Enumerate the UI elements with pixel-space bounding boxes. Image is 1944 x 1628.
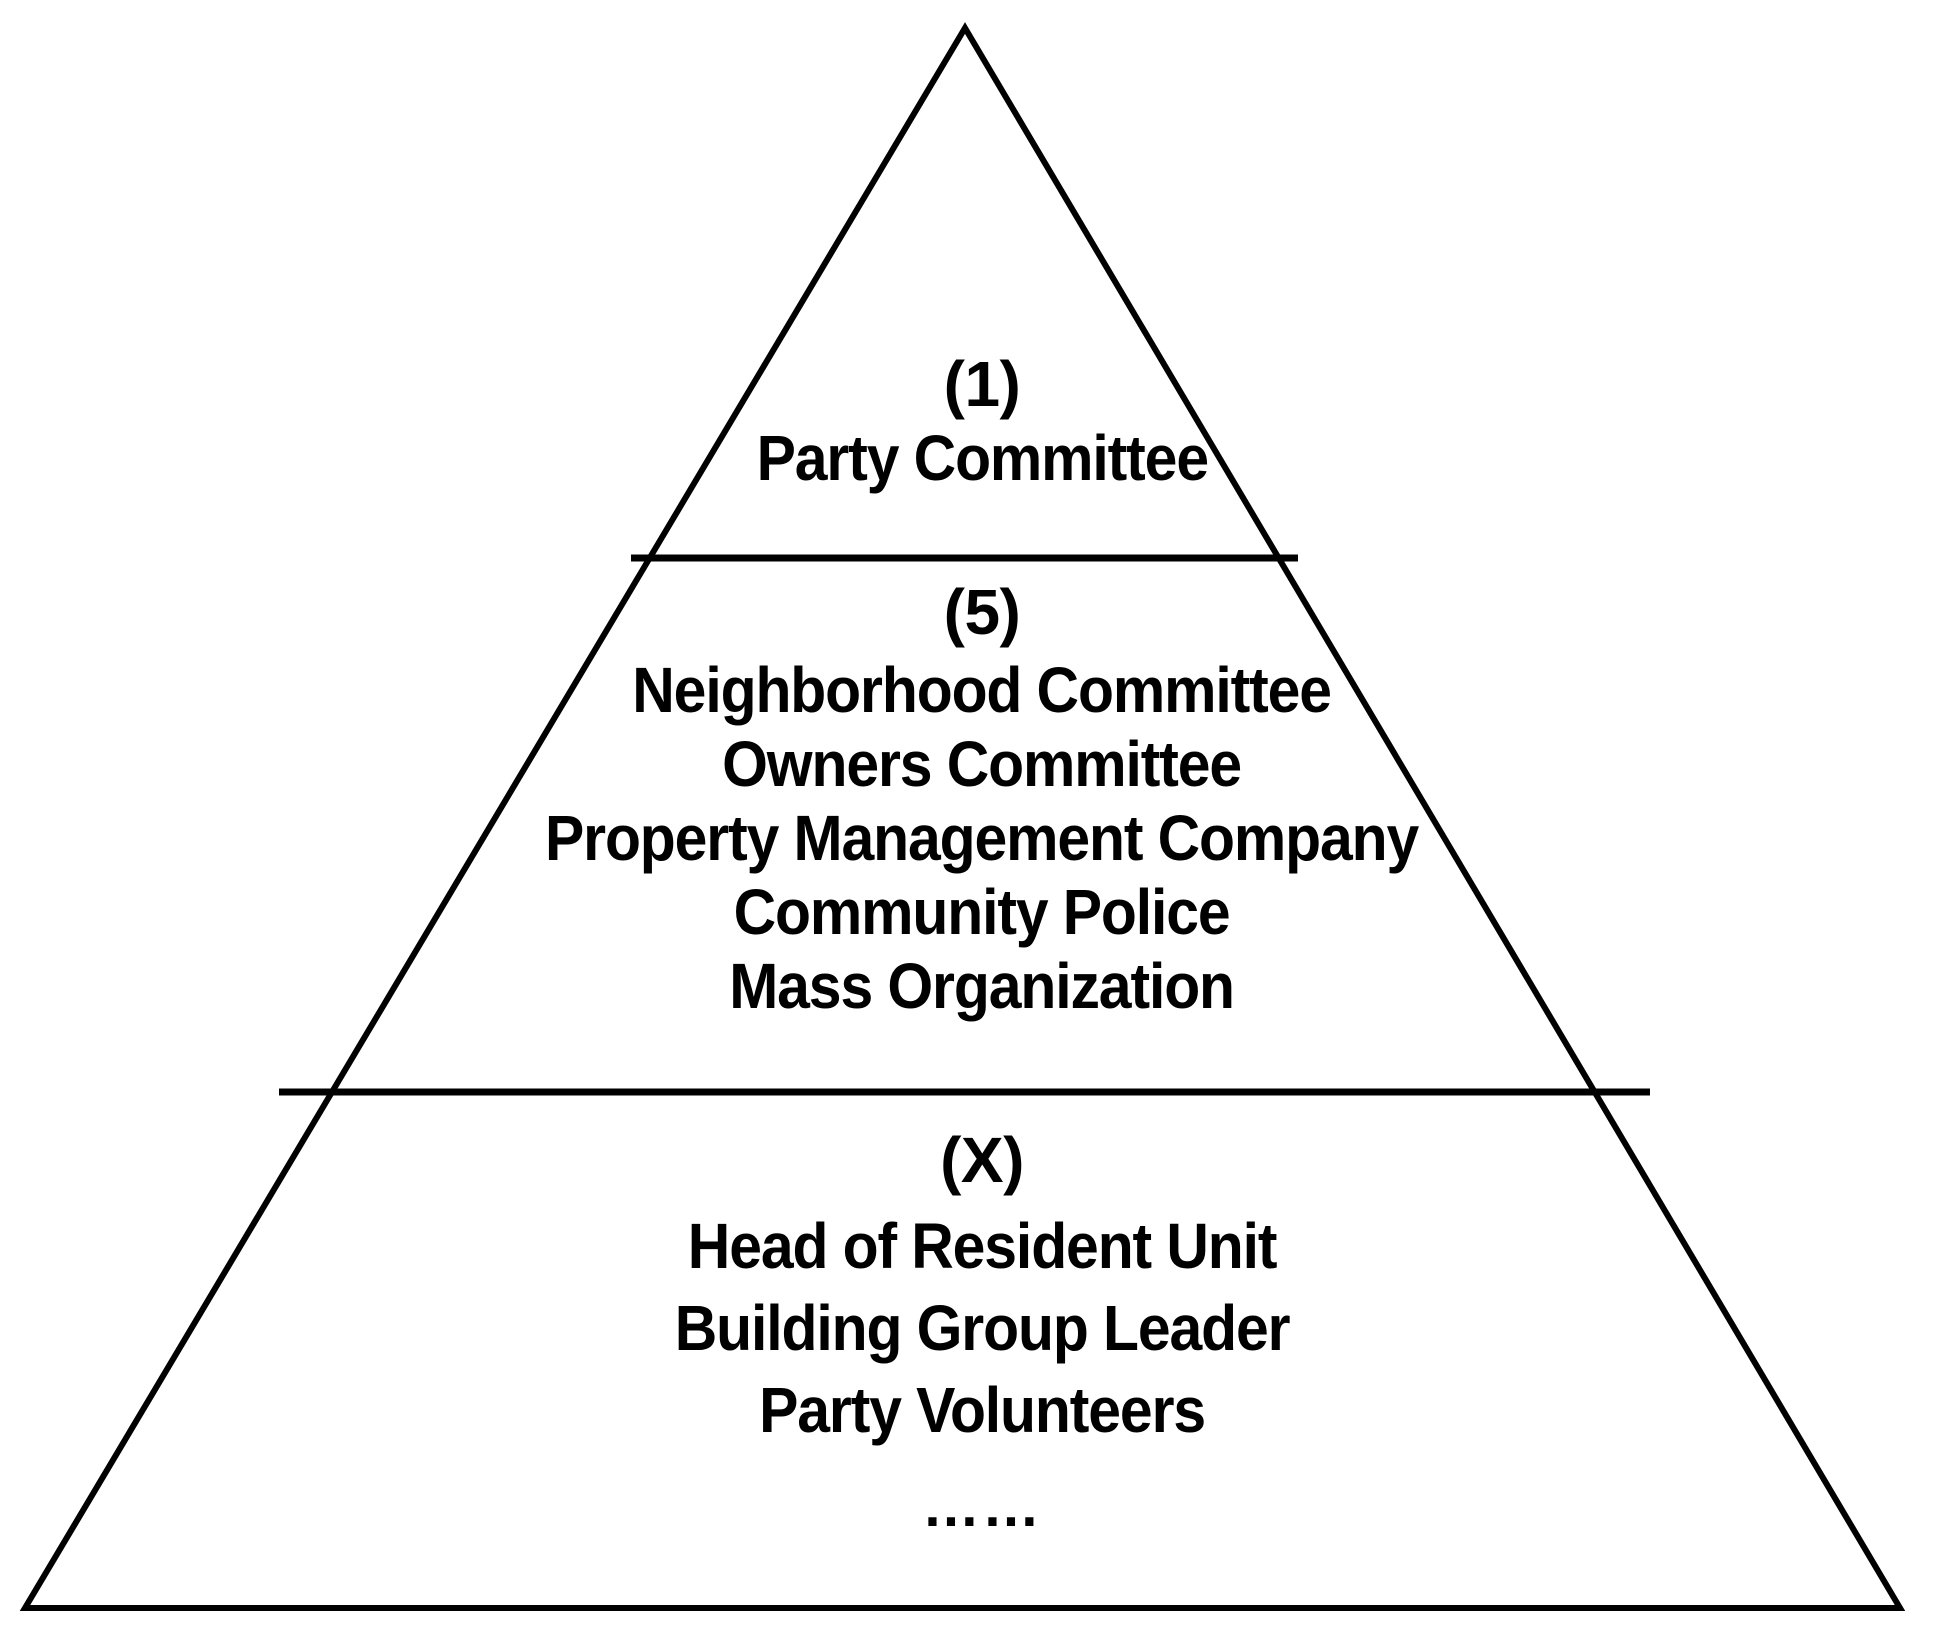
tier-bottom-inner: (X) Head of Resident Unit Building Group… [648, 1128, 1316, 1536]
tier-bottom-count-label: (X) [940, 1124, 1024, 1196]
pyramid-tier-middle: (5) Neighborhood Committee Owners Commit… [0, 580, 1944, 1028]
tier-middle-count-label: (5) [943, 576, 1021, 648]
tier-top-inner: (1) Party Committee [737, 352, 1228, 490]
pyramid-tier-top: (1) Party Committee [0, 352, 1944, 490]
tier-bottom-continuation: …… [922, 1474, 1042, 1539]
tier-middle-item-2: Property Management Company [545, 802, 1419, 874]
tier-middle-item-4: Mass Organization [729, 950, 1236, 1022]
tier-top-count-label: (1) [943, 348, 1021, 420]
tier-bottom-item-1: Building Group Leader [674, 1292, 1291, 1364]
tier-middle-item-0: Neighborhood Committee [632, 654, 1333, 726]
tier-middle-inner: (5) Neighborhood Committee Owners Commit… [507, 580, 1456, 1028]
tier-bottom-item-2: Party Volunteers [759, 1374, 1206, 1446]
tier-top-item-0: Party Committee [756, 422, 1208, 494]
tier-middle-item-3: Community Police [733, 876, 1231, 948]
pyramid-tier-bottom: (X) Head of Resident Unit Building Group… [0, 1128, 1944, 1536]
triangle-outline [19, 22, 1906, 1611]
tier-bottom-item-0: Head of Resident Unit [687, 1210, 1278, 1282]
tier-middle-item-1: Owners Committee [722, 728, 1243, 800]
